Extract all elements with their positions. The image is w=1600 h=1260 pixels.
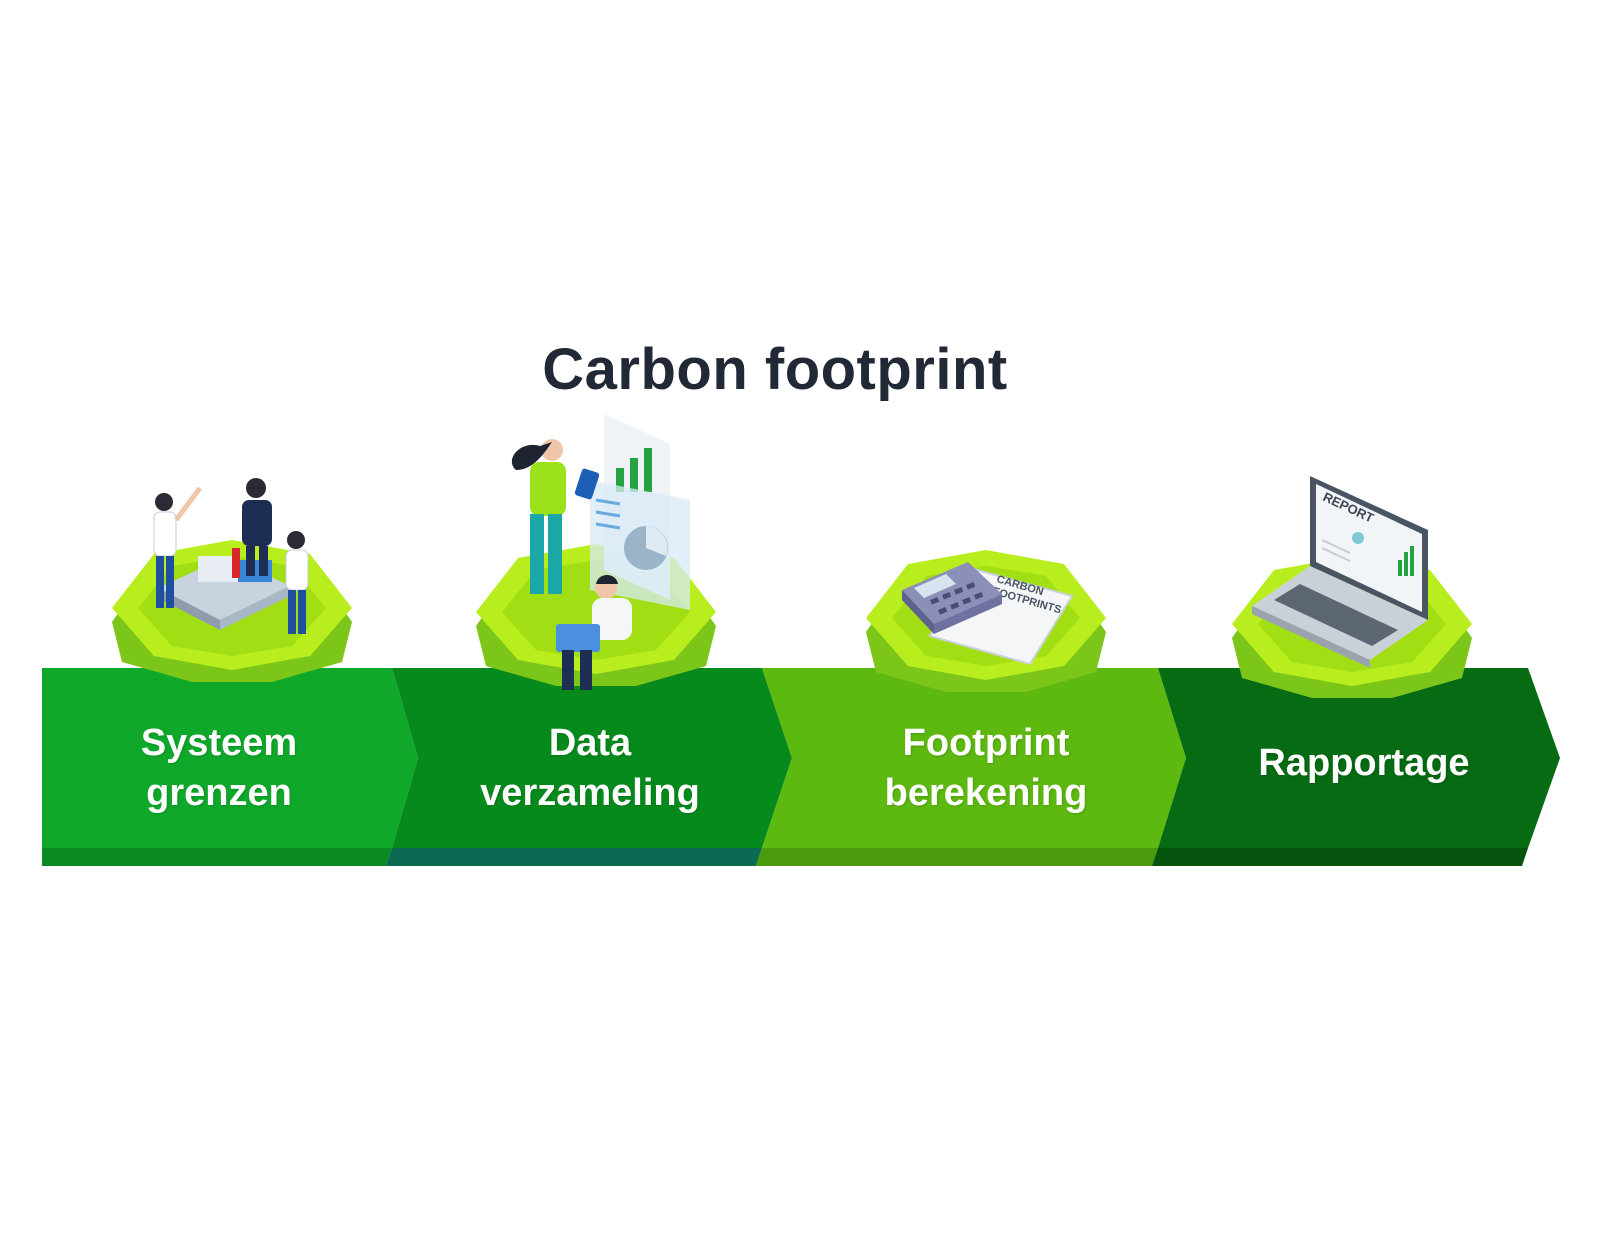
step-2-label: Data verzameling <box>450 718 730 818</box>
step-1-label: Systeem grenzen <box>94 718 344 818</box>
step-3-segment <box>762 668 1186 848</box>
step-3-label-line1: Footprint <box>902 722 1070 764</box>
step-4-label: Rapportage <box>1224 738 1504 788</box>
step-2-segment <box>392 668 792 848</box>
step-4-label-line1: Rapportage <box>1258 742 1470 784</box>
step-3-label-line2: berekening <box>884 772 1088 814</box>
step-4-segment-base <box>1152 848 1528 866</box>
calculator-illustration: CARBON FOOTPRINTS <box>902 562 1074 666</box>
step-1-segment <box>42 668 418 848</box>
step-2-segment-base <box>386 848 762 866</box>
step-1-label-line1: Systeem <box>140 722 298 764</box>
step-2-label-line1: Data <box>548 722 632 764</box>
step-3-label: Footprint berekening <box>846 718 1126 818</box>
laptop-report-illustration: REPORT <box>1252 476 1428 668</box>
team-meeting-illustration <box>153 478 309 634</box>
step-3-segment-base <box>756 848 1158 866</box>
step-1-segment-base <box>42 848 392 866</box>
step-1-label-line2: grenzen <box>146 772 292 814</box>
data-collection-illustration <box>511 414 690 690</box>
process-arrow-bar <box>42 668 1560 866</box>
step-4-segment <box>1158 668 1560 848</box>
step-2-label-line2: verzameling <box>480 772 700 814</box>
diagram-title: Carbon footprint <box>542 337 1008 402</box>
